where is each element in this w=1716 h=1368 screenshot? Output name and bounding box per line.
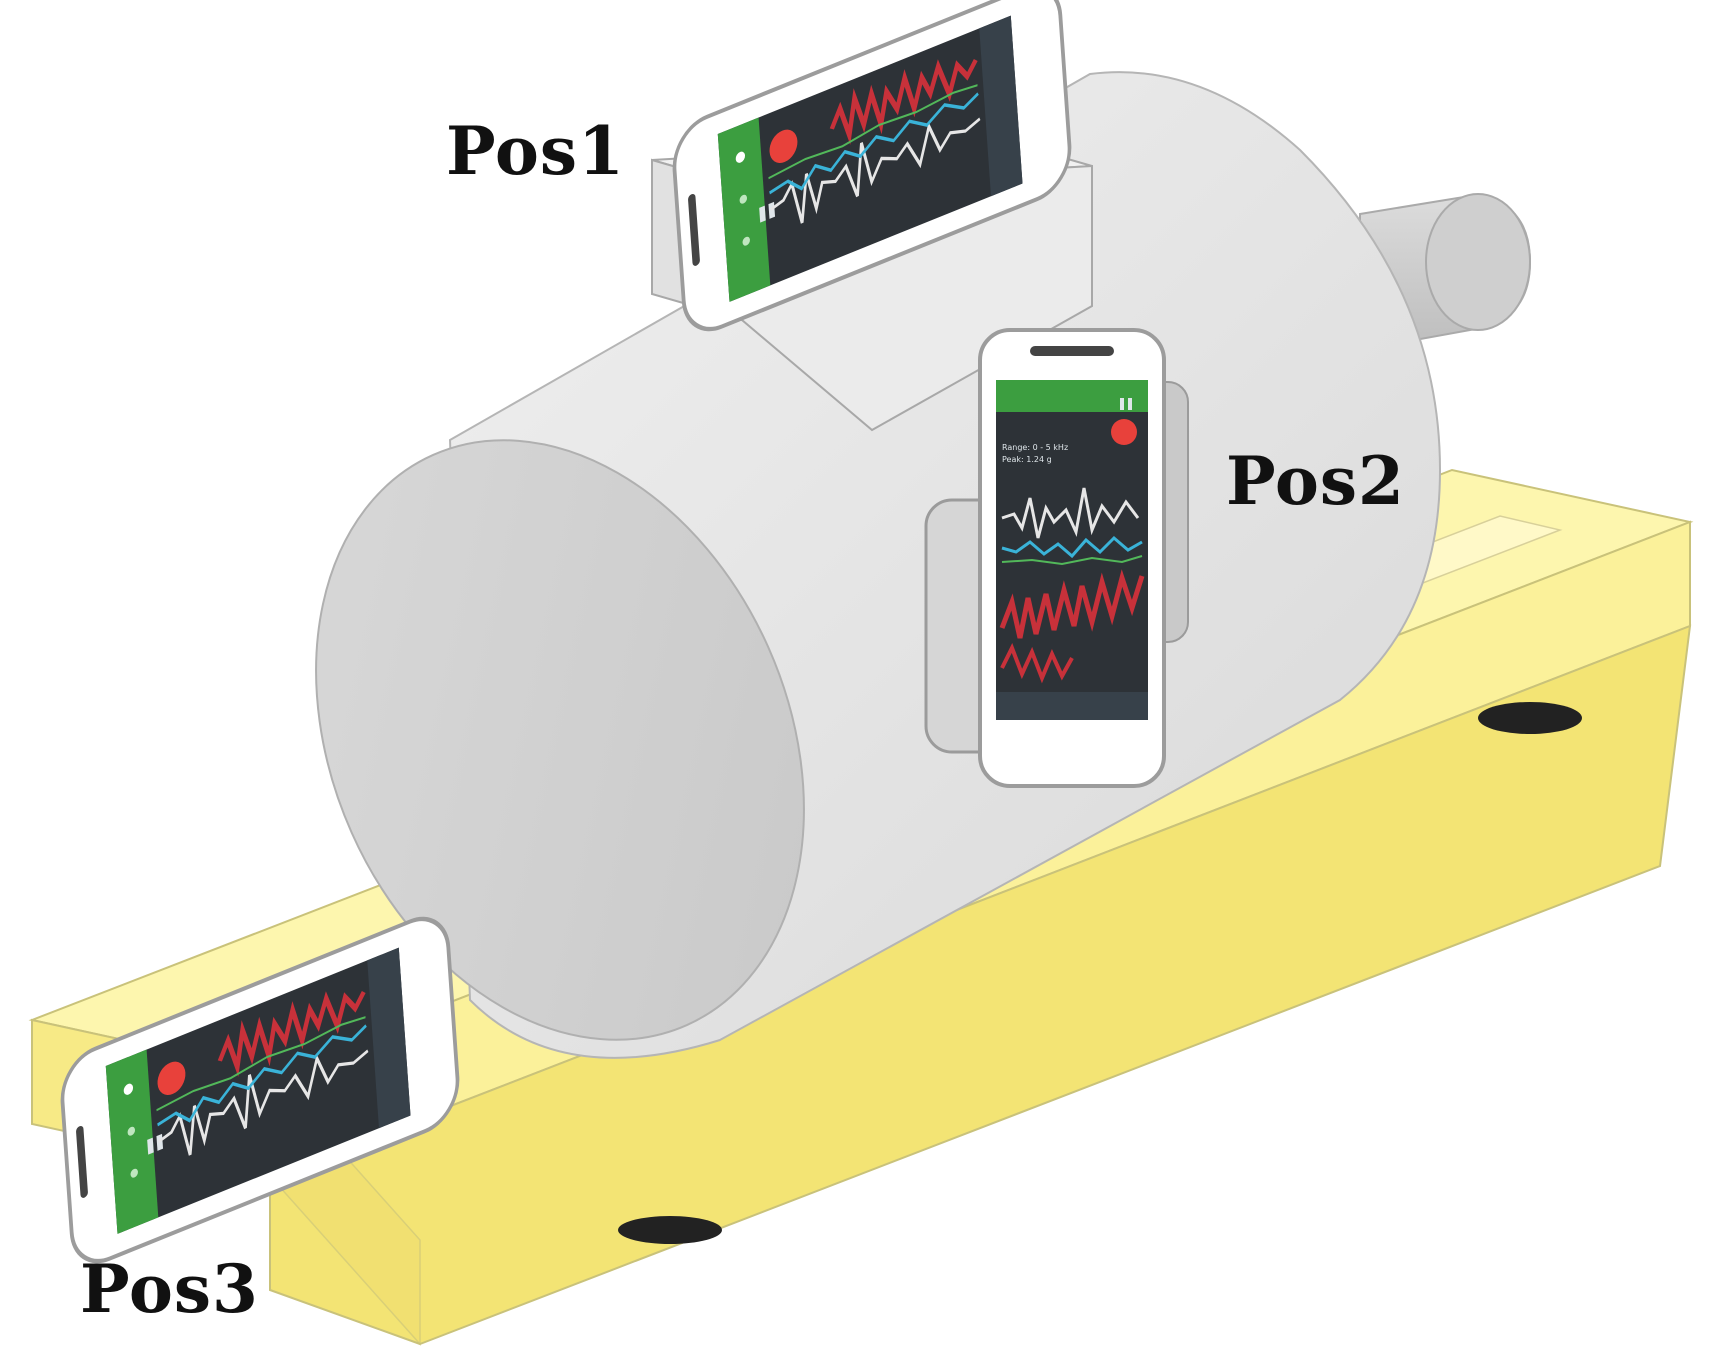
phone-pos2 xyxy=(980,330,1164,786)
pos1-label: Pos1 xyxy=(446,112,625,190)
pos3-label: Pos3 xyxy=(80,1250,259,1328)
pos2-label: Pos2 xyxy=(1226,442,1405,520)
motor-front-face xyxy=(315,439,805,1041)
